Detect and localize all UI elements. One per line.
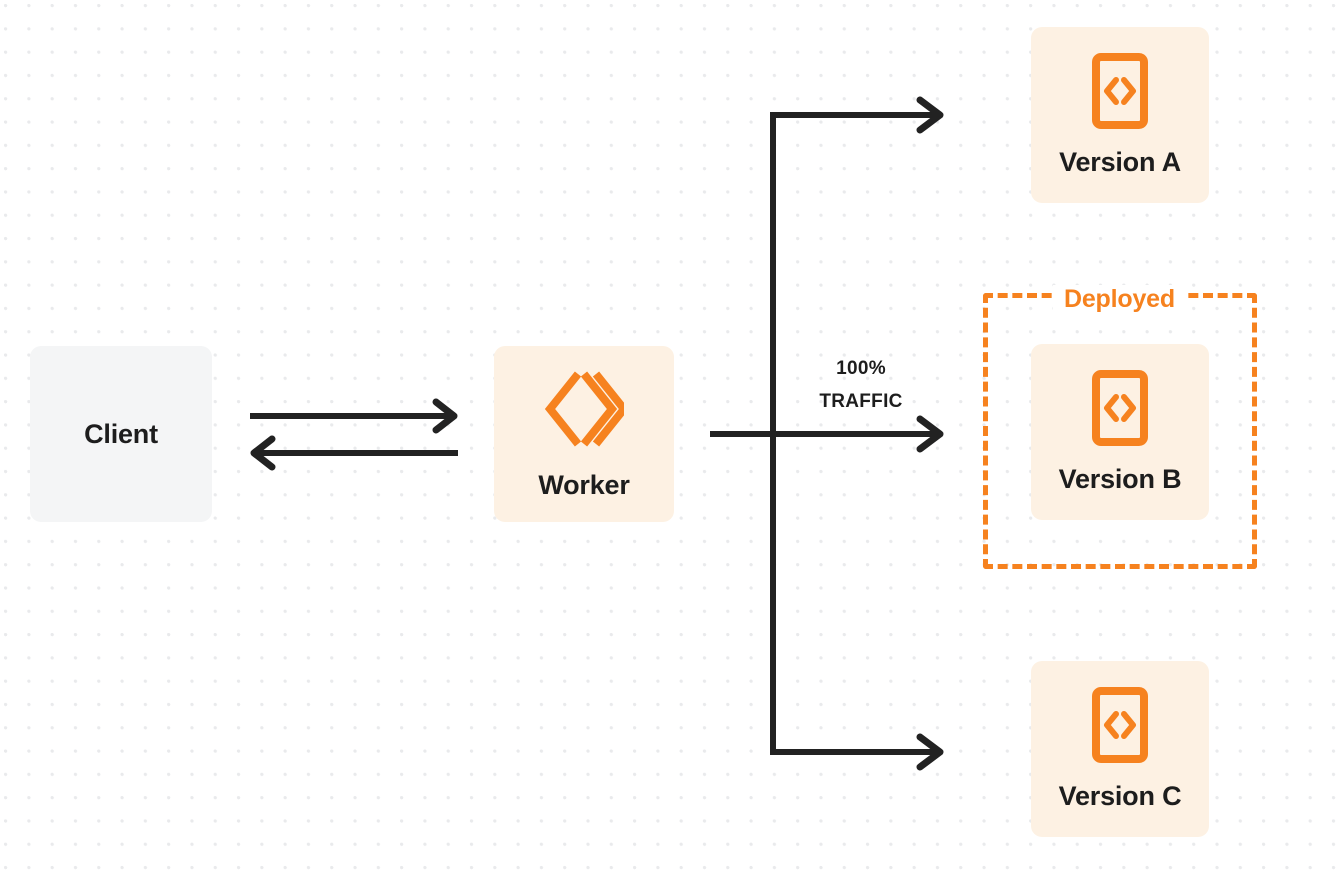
code-brackets-icon xyxy=(1092,369,1148,446)
deployed-label: Deployed xyxy=(1053,285,1186,314)
traffic-word-text: TRAFFIC xyxy=(819,391,903,413)
node-client[interactable]: Client xyxy=(30,346,212,522)
traffic-percent-text: 100% xyxy=(836,358,886,379)
node-version-b[interactable]: Version B xyxy=(1031,344,1209,520)
arrow-to-version-b-head xyxy=(916,415,944,453)
arrow-to-version-c-head xyxy=(916,733,944,771)
arrow-to-version-a-head xyxy=(916,96,944,134)
node-version-c-label: Version C xyxy=(1058,780,1182,811)
code-brackets-icon xyxy=(1092,686,1148,763)
node-client-label: Client xyxy=(84,418,158,449)
arrow-worker-to-client-head xyxy=(250,435,276,471)
workers-logo-icon xyxy=(544,368,624,450)
code-brackets-icon xyxy=(1092,52,1148,129)
node-version-c[interactable]: Version C xyxy=(1031,661,1209,837)
traffic-label: 100% TRAFFIC xyxy=(796,352,926,419)
node-version-b-label: Version B xyxy=(1058,463,1182,494)
node-worker[interactable]: Worker xyxy=(494,346,674,522)
arrow-client-to-worker-head xyxy=(432,398,458,434)
node-version-a-label: Version A xyxy=(1059,146,1181,177)
node-version-a[interactable]: Version A xyxy=(1031,27,1209,203)
node-worker-label: Worker xyxy=(538,469,630,500)
